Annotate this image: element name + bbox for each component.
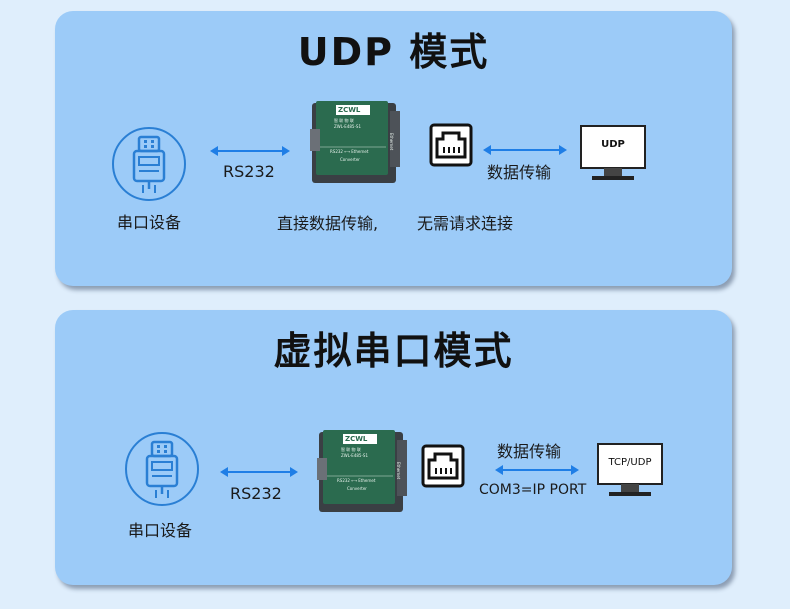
vcom-transfer-arrow <box>495 465 579 475</box>
udp-caption-left: 直接数据传输, <box>277 214 379 233</box>
serial-ethernet-converter: ZCWL 智 联 物 联 ZWL-E485-S1 RS232 ⟷ Etherne… <box>310 99 402 185</box>
rj45-port-icon <box>429 123 473 167</box>
device-brand-sub: 智 联 物 联 <box>341 447 361 452</box>
vcom-monitor-text: TCP/UDP <box>608 457 652 468</box>
device-converter-text: Converter <box>340 157 360 162</box>
serial-port-icon <box>125 432 199 506</box>
vcom-transfer-label: 数据传输 <box>497 442 562 461</box>
vcom-panel-title: 虚拟串口模式 <box>273 329 514 373</box>
serial-port-icon <box>112 127 186 201</box>
udp-serial-device-label: 串口设备 <box>117 213 182 232</box>
udp-monitor-text: UDP <box>601 139 625 150</box>
vcom-monitor-icon: TCP/UDP <box>597 443 663 501</box>
vcom-serial-device-label: 串口设备 <box>128 521 193 540</box>
device-front-text: RS232 ⟷ Ethernet <box>337 478 376 483</box>
udp-rs232-label: RS232 <box>223 162 275 181</box>
device-side-text: Ethernet <box>396 462 401 480</box>
udp-transfer-label: 数据传输 <box>487 163 552 182</box>
device-side-text: Ethernet <box>389 133 394 151</box>
udp-mode-panel: UDP 模式 串口设备 RS232 ZCWL 智 联 物 <box>55 11 732 286</box>
device-brand: ZCWL <box>345 435 368 443</box>
device-front-text: RS232 ⟷ Ethernet <box>330 149 369 154</box>
udp-panel-title: UDP 模式 <box>297 30 490 74</box>
udp-monitor-icon: UDP <box>580 125 646 183</box>
device-brand: ZCWL <box>338 106 361 114</box>
udp-transfer-arrow <box>483 145 567 155</box>
serial-ethernet-converter: ZCWL 智 联 物 联 ZWL-E485-S1 RS232 ⟷ Etherne… <box>317 428 409 514</box>
device-converter-text: Converter <box>347 486 367 491</box>
udp-caption-right: 无需请求连接 <box>417 214 514 233</box>
udp-rs232-arrow <box>210 146 290 156</box>
rj45-port-icon <box>421 444 465 488</box>
device-brand-sub: 智 联 物 联 <box>334 118 354 123</box>
vcom-rs232-label: RS232 <box>230 484 282 503</box>
device-model: ZWL-E485-S1 <box>341 453 368 458</box>
vcom-mapping-label: COM3=IP PORT <box>479 482 587 498</box>
virtual-com-mode-panel: 虚拟串口模式 串口设备 RS232 ZCWL 智 联 物 联 <box>55 310 732 585</box>
device-model: ZWL-E485-S1 <box>334 124 361 129</box>
vcom-rs232-arrow <box>220 467 298 477</box>
